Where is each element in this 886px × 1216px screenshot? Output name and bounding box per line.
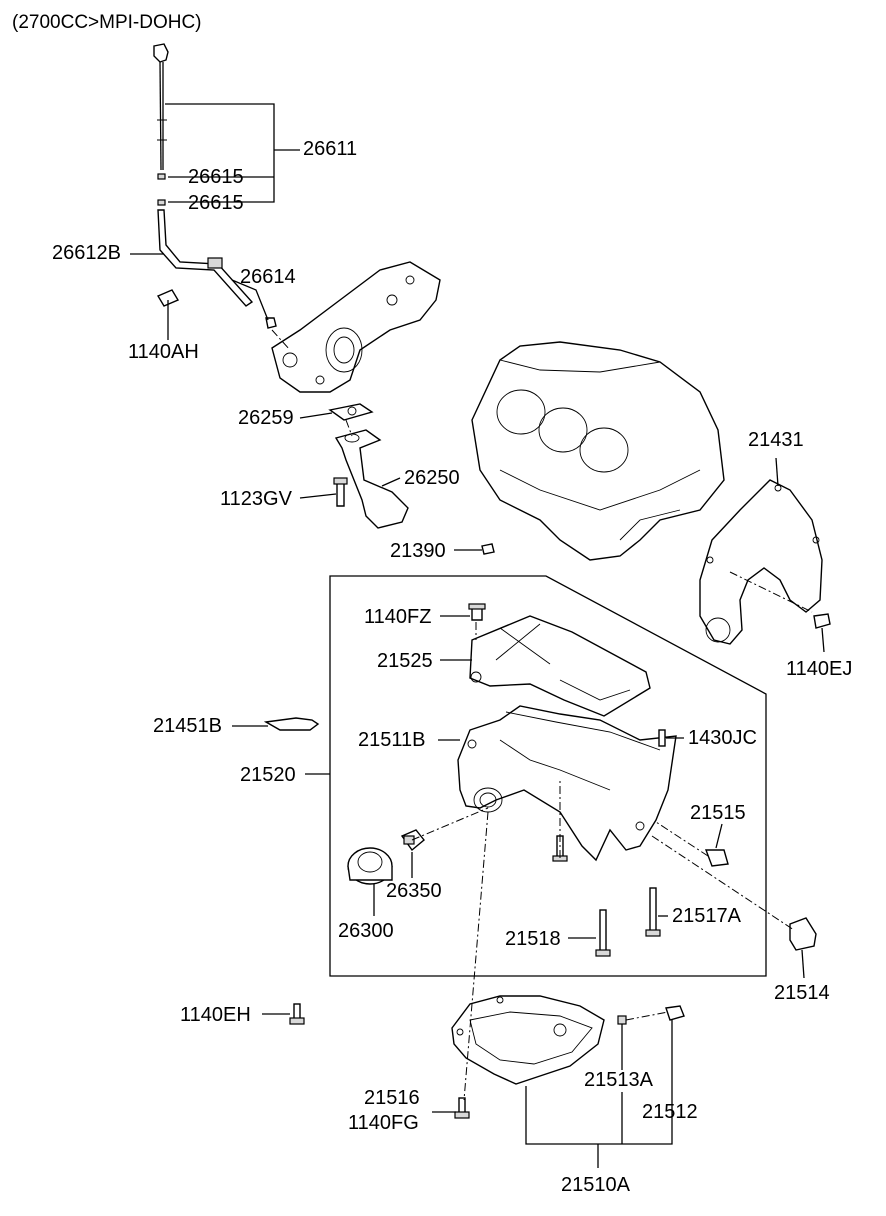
baffle-plate[interactable] [469,615,651,717]
part-label-26350[interactable]: 26350 [386,880,442,902]
part-label-1140AH[interactable]: 1140AH [128,341,199,363]
part-label-1140FZ[interactable]: 1140FZ [364,606,432,628]
baffle-bolt[interactable] [468,603,486,621]
part-label-21390[interactable]: 21390 [390,540,446,562]
sealant-tube[interactable] [263,717,320,731]
part-label-26614[interactable]: 26614 [240,266,296,288]
part-label-26300[interactable]: 26300 [338,920,394,942]
dipstick-ring-lower[interactable] [157,199,166,206]
part-label-1140EH[interactable]: 1140EH [180,1004,251,1026]
upper-oil-pan[interactable] [457,705,677,862]
part-label-26615-upper[interactable]: 26615 [188,166,244,188]
rear-plate[interactable] [699,479,823,645]
cylinder-block[interactable] [471,341,725,561]
leader-lines [130,103,825,1168]
part-label-1123GV[interactable]: 1123GV [220,488,292,510]
part-label-21511B[interactable]: 21511B [358,729,426,751]
dipstick-ring-upper[interactable] [157,173,166,180]
plug-21390[interactable] [481,543,495,555]
cover-21514[interactable] [789,917,817,951]
oil-strainer-gasket[interactable] [328,403,374,421]
oil-pump-cover[interactable] [271,261,441,393]
oil-pump-ring[interactable] [265,317,277,329]
part-label-21520[interactable]: 21520 [240,764,296,786]
strainer-bolt[interactable] [333,477,348,507]
part-label-21516[interactable]: 21516 [364,1087,420,1109]
lower-oil-pan[interactable] [451,995,605,1085]
part-label-1140FG[interactable]: 1140FG [348,1112,419,1134]
part-label-21451B[interactable]: 21451B [153,715,222,737]
part-label-21514[interactable]: 21514 [774,982,830,1004]
oil-dipstick[interactable] [153,43,169,171]
long-bolt-21518[interactable] [595,909,611,957]
dowel-pin[interactable] [658,729,666,747]
tube-bolt[interactable] [156,289,180,307]
drain-bolt-21515[interactable] [704,849,729,867]
part-label-21431[interactable]: 21431 [748,429,804,451]
part-label-26250[interactable]: 26250 [404,467,460,489]
part-label-21517A[interactable]: 21517A [672,905,741,927]
part-label-1430JC[interactable]: 1430JC [688,727,757,749]
group-box-21520 [329,575,767,977]
part-label-21510A[interactable]: 21510A [561,1174,630,1196]
dipstick-guide-tube[interactable] [157,209,254,307]
part-label-26615-lower[interactable]: 26615 [188,192,244,214]
pan-bolt-1140FG[interactable] [454,1097,470,1119]
drain-plug[interactable] [665,1005,685,1021]
rear-plate-bolt[interactable] [813,613,831,629]
alignment-lines [271,329,813,1101]
oil-strainer[interactable] [334,429,409,529]
part-label-1140EJ[interactable]: 1140EJ [786,658,853,680]
drain-gasket[interactable] [617,1015,627,1025]
engine-spec-header: (2700CC>MPI-DOHC) [12,12,202,33]
part-label-21512[interactable]: 21512 [642,1101,698,1123]
part-label-26611[interactable]: 26611 [303,138,358,160]
part-label-21525[interactable]: 21525 [377,650,433,672]
pan-bolt-1140EH[interactable] [289,1003,305,1025]
part-label-26612B[interactable]: 26612B [52,242,121,264]
part-label-21513A[interactable]: 21513A [584,1069,653,1091]
part-label-26259[interactable]: 26259 [238,407,294,429]
long-bolt-21517A[interactable] [645,887,661,937]
oil-filter[interactable] [347,847,393,885]
part-label-21518[interactable]: 21518 [505,928,561,950]
part-label-21515[interactable]: 21515 [690,802,746,824]
